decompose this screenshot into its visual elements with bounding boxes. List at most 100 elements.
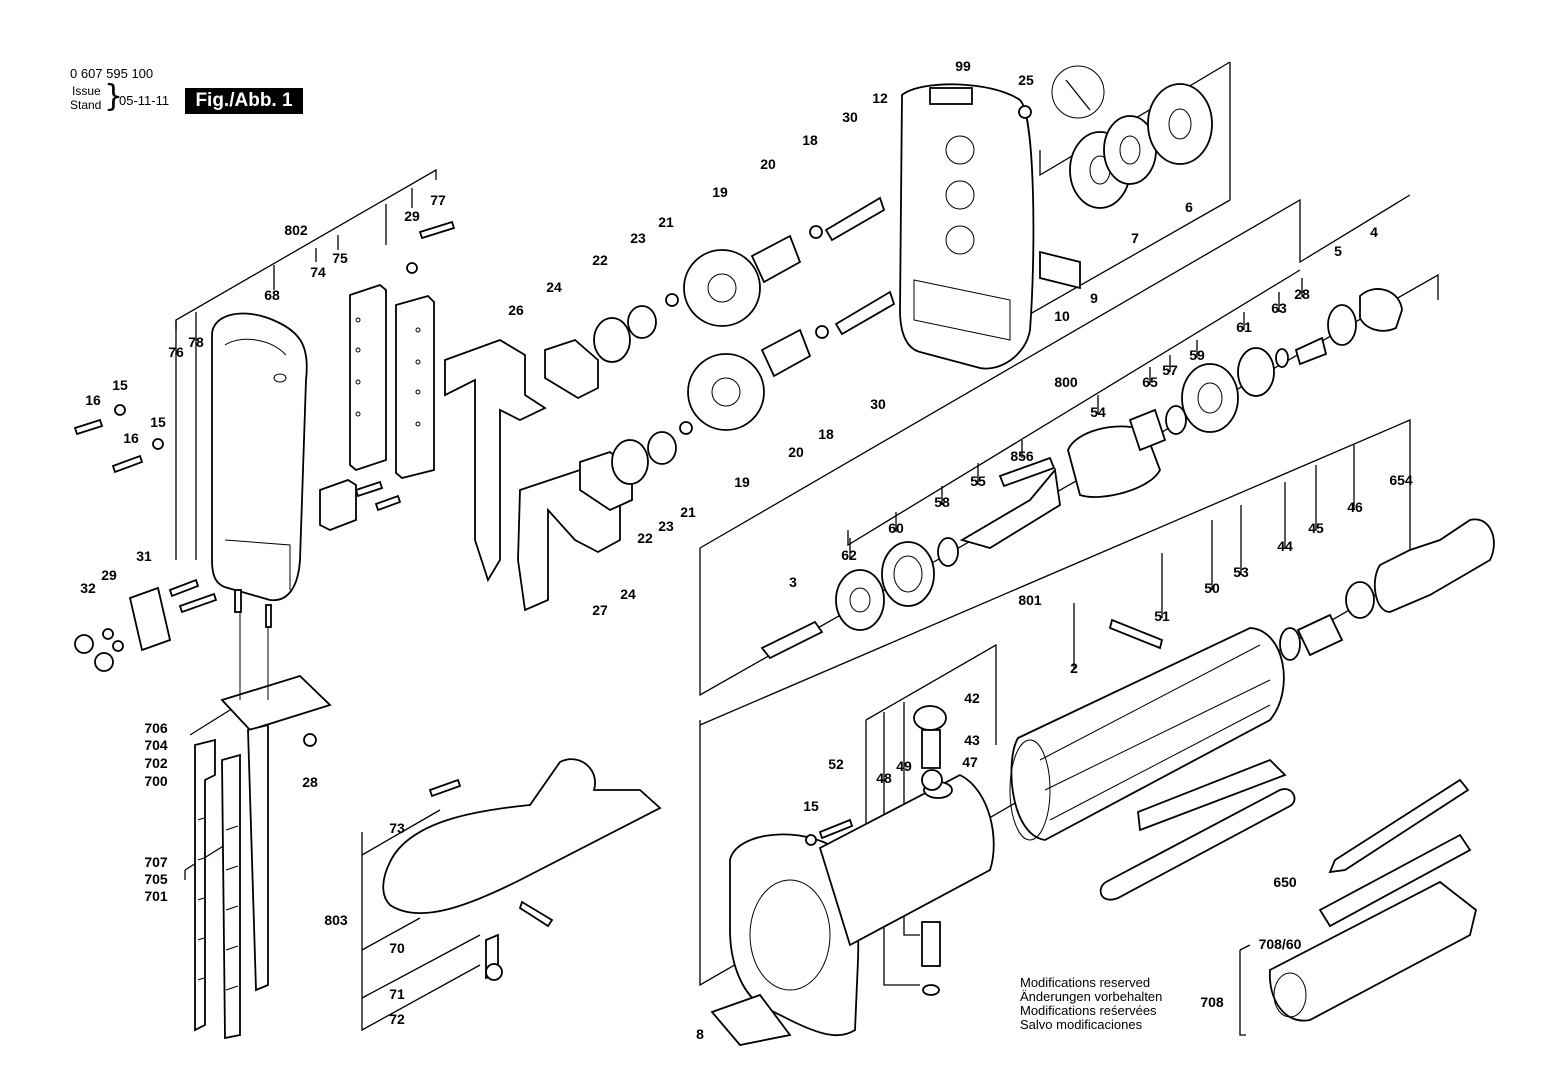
callout-18: 18	[802, 132, 818, 148]
modifications-note-en: Modifications reserved	[1020, 975, 1151, 990]
callout-54: 54	[1090, 404, 1106, 420]
bracket-part-26	[444, 339, 547, 583]
modifications-note-fr: Modifications reśervées	[1020, 1003, 1157, 1018]
callout-47: 47	[962, 754, 978, 770]
callout-2: 2	[1070, 660, 1078, 676]
callout-800: 800	[1054, 374, 1078, 390]
callout-55: 55	[970, 473, 986, 489]
callout-62: 62	[841, 547, 857, 563]
callout-49: 49	[896, 758, 912, 774]
plate-part-74	[395, 294, 435, 479]
callout-20: 20	[760, 156, 776, 172]
callout-26: 26	[508, 302, 524, 318]
callout-27: 27	[592, 602, 608, 618]
callout-45: 45	[1308, 520, 1324, 536]
callout-24: 24	[546, 279, 562, 295]
callout-704: 704	[144, 737, 168, 753]
callout-75: 75	[332, 250, 348, 266]
blade-case-part-708	[1269, 880, 1478, 1022]
callout-63: 63	[1271, 300, 1287, 316]
callout-19: 19	[734, 474, 750, 490]
callout-802: 802	[284, 222, 308, 238]
callout-700: 700	[144, 773, 168, 789]
callout-16: 16	[123, 430, 139, 446]
stand-label: Stand	[70, 98, 102, 112]
callout-65: 65	[1142, 374, 1158, 390]
callout-23: 23	[658, 518, 674, 534]
callout-7: 7	[1131, 230, 1139, 246]
callout-708: 708	[1200, 994, 1224, 1010]
front-housing-part-8	[710, 705, 995, 1046]
callout-21: 21	[658, 214, 674, 230]
callout-57: 57	[1162, 362, 1178, 378]
callout-705: 705	[144, 871, 168, 887]
callout-15: 15	[112, 377, 128, 393]
gear-assembly-upper	[544, 196, 886, 400]
callout-30: 30	[870, 396, 886, 412]
callout-29: 29	[404, 208, 420, 224]
callout-61: 61	[1236, 319, 1252, 335]
callout-24: 24	[620, 586, 636, 602]
gear-housing-part-12	[899, 83, 1035, 370]
callout-42: 42	[964, 690, 980, 706]
callout-58: 58	[934, 494, 950, 510]
spindle-assembly	[760, 288, 1403, 660]
callout-20: 20	[788, 444, 804, 460]
callout-10: 10	[1054, 308, 1070, 324]
callout-76: 76	[168, 344, 184, 360]
callout-77: 77	[430, 192, 446, 208]
base-plate-part-803	[382, 758, 662, 981]
callout-708-60: 708/60	[1259, 936, 1302, 952]
part-number: 0 607 595 100	[70, 66, 154, 81]
callout-15: 15	[150, 414, 166, 430]
callout-46: 46	[1347, 499, 1363, 515]
callout-22: 22	[637, 530, 653, 546]
gear-assembly-lower	[579, 290, 896, 512]
callout-60: 60	[888, 520, 904, 536]
callout-68: 68	[264, 287, 280, 303]
blade-part-650	[1318, 778, 1472, 928]
callout-21: 21	[680, 504, 696, 520]
callout-6: 6	[1185, 199, 1193, 215]
saw-blades	[194, 738, 241, 1040]
callout-43: 43	[964, 732, 980, 748]
callout-59: 59	[1189, 347, 1205, 363]
callout-71: 71	[389, 986, 405, 1002]
callout-32: 32	[80, 580, 96, 596]
callout-73: 73	[389, 820, 405, 836]
callout-3: 3	[789, 574, 797, 590]
callout-654: 654	[1389, 472, 1413, 488]
callout-15: 15	[803, 798, 819, 814]
fitting-part-654	[1279, 518, 1495, 661]
part-number-callouts: 9925123018201921232224266710930182019212…	[80, 58, 1413, 1042]
callout-12: 12	[872, 90, 888, 106]
callout-18: 18	[818, 426, 834, 442]
callout-99: 99	[955, 58, 971, 74]
callout-50: 50	[1204, 580, 1220, 596]
callout-78: 78	[188, 334, 204, 350]
plate-part-75	[349, 283, 387, 472]
callout-702: 702	[144, 755, 168, 771]
callout-48: 48	[876, 770, 892, 786]
issue-label: Issue	[72, 84, 101, 98]
callout-706: 706	[144, 720, 168, 736]
callout-23: 23	[630, 230, 646, 246]
issue-date: 05-11-11	[119, 93, 170, 108]
callout-28: 28	[302, 774, 318, 790]
callout-707: 707	[144, 854, 168, 870]
callout-801: 801	[1018, 592, 1042, 608]
blade-holder-part	[220, 589, 332, 992]
callout-70: 70	[389, 940, 405, 956]
callout-29: 29	[101, 567, 117, 583]
small-plate-part	[319, 479, 357, 531]
modifications-note-es: Salvo modificaciones	[1020, 1017, 1143, 1032]
callout-19: 19	[712, 184, 728, 200]
callout-72: 72	[389, 1011, 405, 1027]
housing-part-68	[211, 312, 308, 601]
figure-label: Fig./Abb. 1	[185, 88, 303, 114]
callout-44: 44	[1277, 538, 1293, 554]
callout-30: 30	[842, 109, 858, 125]
screws-left	[73, 220, 456, 672]
modifications-note-de: Änderungen vorbehalten	[1020, 989, 1163, 1004]
